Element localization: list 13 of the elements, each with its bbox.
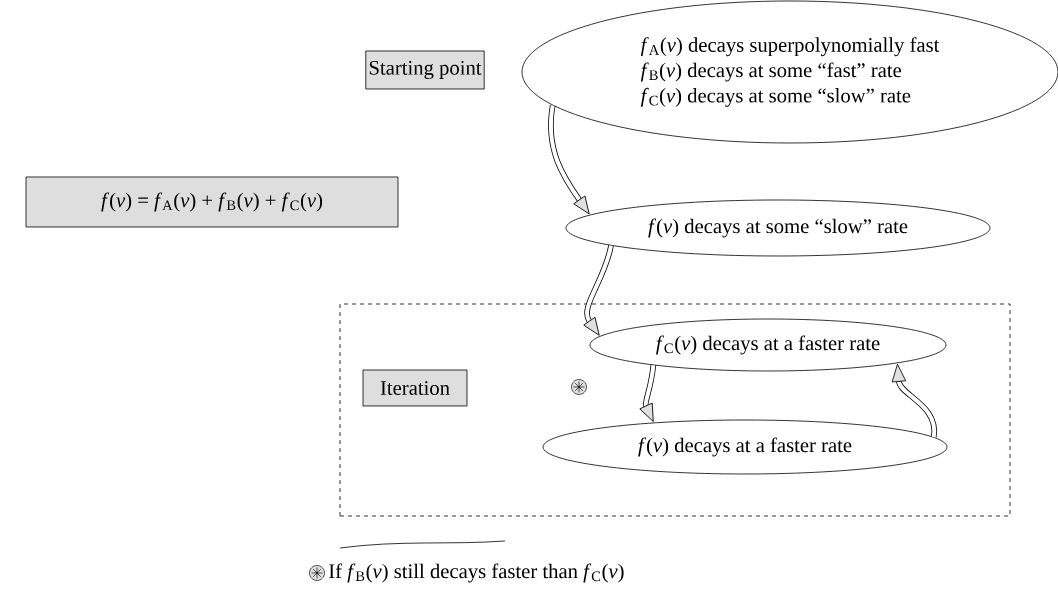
- ellipse-node: f(v) decays at a faster rate: [542, 419, 948, 475]
- ellipse-node: f$_{C}$(v) decays at a faster rate: [589, 318, 947, 372]
- arrow: [891, 363, 937, 438]
- footnote: If f$_{B}$(v) still decays faster than f$_{C}$(v): [329, 563, 624, 583]
- label-box: f(v) = f$_{A}$(v) + f$_{B}$(v) + f$_{C}$(v): [25, 176, 399, 228]
- label-box: Iteration: [362, 369, 468, 407]
- ellipse-node: f(v) decays at some “slow” rate: [565, 199, 991, 257]
- label-box: Starting point: [365, 50, 485, 90]
- arrow: [583, 244, 614, 336]
- arrow: [639, 364, 657, 422]
- dashed-frame: [339, 303, 1011, 517]
- ellipse-node: f$_{A}$(v) decays superpolynomially fast f$_{B}$(v) decays at some “fast” rate f$_{C}$(v) decays at some “slow” rate: [521, 0, 1058, 144]
- arrow: [548, 104, 590, 215]
